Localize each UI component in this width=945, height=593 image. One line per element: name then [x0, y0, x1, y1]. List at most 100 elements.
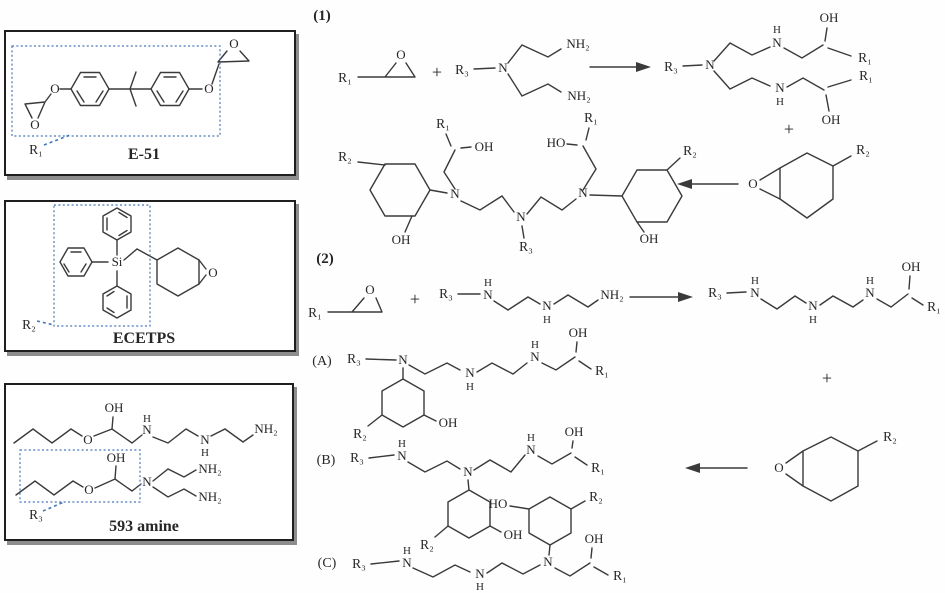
rxn1-amine-reactant: R₃ N NH₂ NH₂ — [455, 36, 591, 103]
benzene-ring — [150, 71, 190, 107]
o-atom-label: O — [229, 36, 238, 51]
r2-label: R₂ — [338, 149, 352, 164]
oh-label: OH — [107, 450, 126, 465]
o-atom-label: O — [396, 47, 405, 62]
plus-sign: + — [822, 368, 832, 388]
h-atom-label: H — [776, 96, 784, 108]
r3-label: R₃ — [352, 556, 366, 571]
ecetps-name: ECETPS — [113, 330, 175, 347]
ecetps-structure-svg: Si O R₂ ECETPS — [22, 204, 218, 347]
product-c: HO R₂ (C) R₃ H N N H N OH R₁ — [318, 489, 627, 593]
rxn1-epoxide-reactant: R₁ O — [338, 47, 416, 85]
oh-label: OH — [392, 232, 411, 247]
rxn2-amine-reactant: R₃ H N N H NH₂ — [439, 277, 624, 326]
oh-label: OH — [569, 325, 588, 340]
r3-label: R₃ — [29, 507, 43, 522]
r1-label: R₁ — [308, 305, 322, 320]
amine593-name: 593 amine — [109, 518, 179, 535]
r1-label: R₁ — [584, 110, 598, 125]
rxn2-cyclohexene-oxide: O R₂ — [774, 429, 897, 502]
oh-label: OH — [439, 415, 458, 430]
r3-label: R₃ — [455, 62, 469, 77]
rxn1-forward-arrow — [589, 62, 651, 72]
nh2-label: NH₂ — [254, 421, 277, 436]
rxn2-forward-arrow — [629, 292, 693, 302]
r3-label: R₃ — [519, 239, 533, 254]
rxn2-epoxide-reactant: R₁ O — [308, 282, 383, 320]
n-atom-label: N — [542, 298, 552, 313]
ethyl-bridge — [123, 248, 158, 261]
n-atom-label: N — [775, 80, 785, 95]
phenyl-ring-left — [59, 247, 109, 277]
r2-selection-box — [53, 204, 151, 327]
r1-label: R₁ — [595, 363, 609, 378]
n-atom-label: N — [750, 285, 760, 300]
r3-label: R₃ — [347, 351, 361, 366]
epoxide-bonds — [24, 93, 52, 119]
r2-label: R₂ — [883, 429, 897, 444]
h-atom-label: H — [476, 581, 484, 593]
n-atom-label: N — [450, 186, 460, 201]
h-atom-label: H — [398, 438, 406, 450]
o-atom-label: O — [84, 482, 93, 497]
n-atom-label: N — [200, 432, 210, 447]
o-atom-label: O — [748, 176, 757, 191]
r3-label: R₃ — [350, 450, 364, 465]
rxn1-back-arrow — [677, 179, 739, 189]
n-atom-label: N — [865, 285, 875, 300]
oh-label: OH — [585, 531, 604, 546]
nh2-label: NH₂ — [198, 461, 221, 476]
n-atom-label: N — [808, 298, 818, 313]
r3-leader-line — [42, 501, 65, 512]
h-atom-label: H — [866, 275, 874, 287]
ecetps-panel: Si O R₂ ECETPS — [4, 200, 296, 352]
r1-label: R₁ — [613, 568, 627, 583]
n-atom-label: N — [498, 60, 508, 75]
isopropylidene-bridge — [108, 71, 152, 107]
product-c-label: (C) — [318, 556, 337, 571]
o-atom-label: O — [774, 460, 783, 475]
n-atom-label: N — [475, 566, 485, 581]
h-atom-label: H — [773, 24, 781, 36]
r3-label: R₃ — [664, 59, 678, 74]
nh2-label: NH₂ — [198, 489, 221, 504]
nh2-label: NH₂ — [566, 36, 589, 51]
n-atom-label: N — [516, 209, 526, 224]
e51-structure-svg: O O O O R₁ — [11, 36, 250, 163]
rxn1-product-linear: R₃ N H N OH R₁ N H OH R₁ — [664, 10, 873, 127]
benzene-ring — [70, 71, 110, 107]
oh-label: OH — [640, 231, 659, 246]
phenyl-ring-bottom — [102, 270, 132, 319]
o-atom-label: O — [365, 282, 374, 297]
r2-label: R₂ — [420, 537, 434, 552]
r2-label: R₂ — [353, 426, 367, 441]
n-atom-label: N — [578, 185, 588, 200]
n-atom-label: N — [398, 352, 408, 367]
e51-panel: O O O O R₁ — [4, 30, 296, 176]
product-a-label: (A) — [312, 354, 332, 369]
r1-selection-box — [11, 45, 221, 137]
epoxycyclohexane — [156, 247, 207, 297]
r2-label: R₂ — [856, 142, 870, 157]
plus-sign: + — [410, 289, 420, 309]
r2-leader-line — [36, 320, 55, 326]
ho-label: HO — [489, 496, 508, 511]
h-atom-label: H — [484, 277, 492, 289]
step-1-label: (1) — [313, 8, 331, 24]
rxn1-product-bis-cyclohexyl: R₂ OH N R₁ OH N R₃ N HO R₁ R — [338, 110, 697, 254]
reaction-scheme-svg: (1) R₁ O + R₃ N NH₂ NH₂ R₃ N H N — [308, 8, 941, 593]
h-atom-label: H — [403, 545, 411, 557]
plus-sign: + — [432, 62, 442, 82]
r1-label: R₁ — [858, 50, 872, 65]
oh-label: OH — [105, 400, 124, 415]
chain-top: O OH H N N H NH₂ — [13, 400, 278, 459]
e51-name: E-51 — [128, 146, 160, 163]
h-atom-label: H — [201, 447, 209, 459]
oh-label: OH — [902, 259, 921, 274]
oh-label: OH — [820, 10, 839, 25]
phenyl-ring-top — [102, 207, 132, 256]
epoxide-bonds — [211, 50, 250, 85]
oh-label: OH — [565, 424, 584, 439]
r3-label: R₃ — [439, 286, 453, 301]
